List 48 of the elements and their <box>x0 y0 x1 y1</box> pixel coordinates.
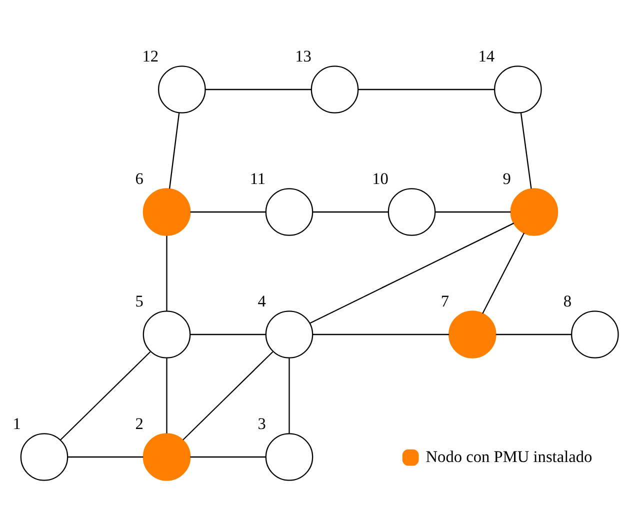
connector <box>190 456 266 458</box>
node-circle <box>265 188 314 236</box>
connector <box>166 358 168 433</box>
connector <box>312 333 450 335</box>
node-label: 7 <box>440 291 450 310</box>
connector <box>190 333 266 335</box>
node-label: 8 <box>563 291 572 310</box>
node-label: 2 <box>135 414 144 433</box>
node-label: 11 <box>250 168 266 188</box>
node-circle <box>265 432 314 480</box>
connector <box>482 232 525 314</box>
connector <box>190 210 266 212</box>
connector <box>68 456 144 458</box>
connector <box>310 222 514 324</box>
node-label: 4 <box>258 291 266 310</box>
node-label: 1 <box>12 414 21 433</box>
connector <box>496 333 572 335</box>
connector <box>358 88 495 90</box>
node-circle <box>142 188 191 236</box>
connector <box>312 210 388 212</box>
node-label: 10 <box>372 168 388 188</box>
node-circle <box>142 310 191 358</box>
node-label: 12 <box>142 46 159 66</box>
connector <box>206 88 312 90</box>
node-circle <box>494 65 542 113</box>
connector <box>182 350 274 440</box>
node-circle <box>448 310 496 358</box>
node-circle <box>265 310 314 358</box>
node-circle <box>388 188 436 236</box>
node-label: 5 <box>135 291 144 310</box>
node-circle <box>310 65 359 113</box>
connector <box>166 235 168 310</box>
connector <box>168 112 180 188</box>
node-circle <box>20 432 68 480</box>
connector <box>288 358 290 433</box>
node-label: 3 <box>258 414 266 433</box>
node-circle <box>158 65 206 113</box>
legend-label: Nodo con PMU instalado <box>426 446 592 466</box>
node-label: 14 <box>478 46 495 66</box>
connector <box>60 350 151 440</box>
node-circle <box>510 188 558 236</box>
connector <box>435 210 511 212</box>
node-circle <box>571 310 619 358</box>
node-circle <box>142 432 191 480</box>
connector <box>520 112 532 188</box>
node-label: 13 <box>295 46 312 66</box>
node-label: 9 <box>502 168 511 188</box>
node-label: 6 <box>135 168 144 188</box>
